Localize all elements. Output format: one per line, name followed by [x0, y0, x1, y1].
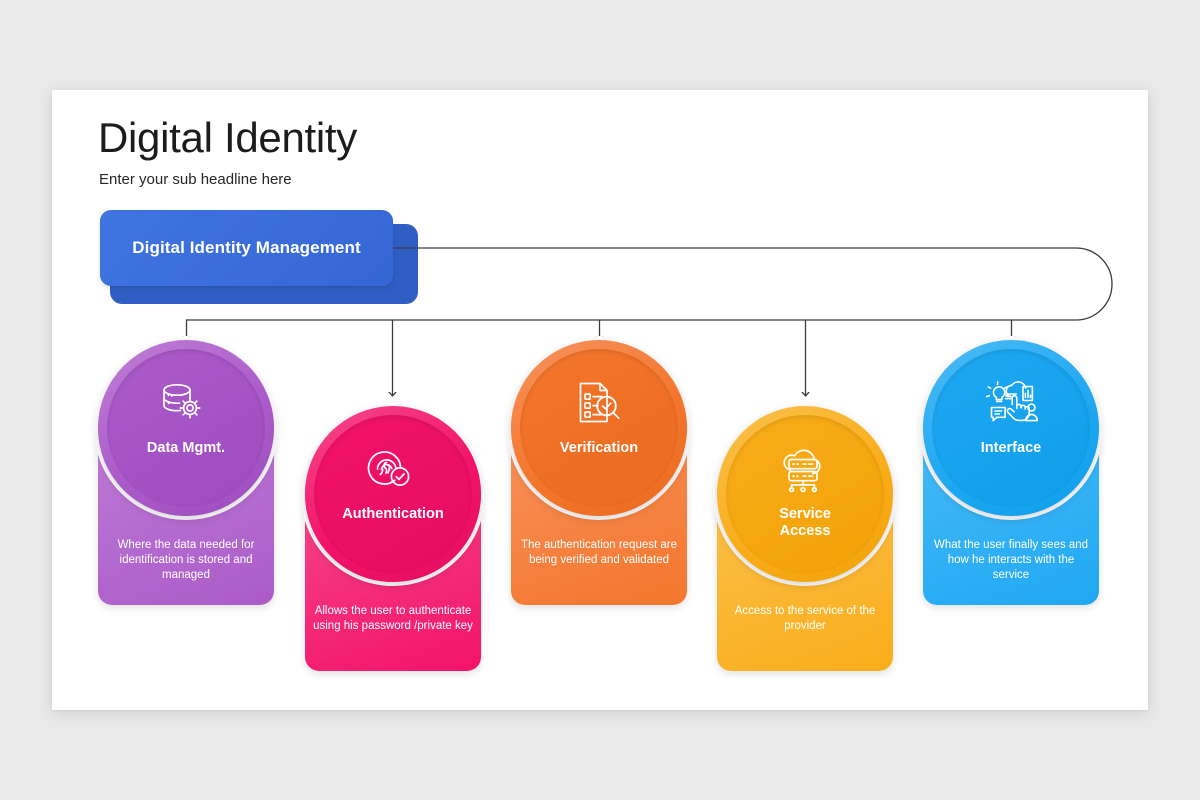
card-circle[interactable]: Verification — [511, 340, 687, 516]
card-circle[interactable]: Service Access — [717, 406, 893, 582]
card-arc-divider — [713, 402, 897, 586]
card-arc-divider — [94, 336, 278, 520]
card-circle-inner — [107, 349, 265, 507]
database-gear-icon — [155, 372, 217, 434]
card-title: Data Mgmt. — [146, 440, 226, 456]
fingerprint-check-icon — [362, 438, 424, 500]
page-title: Digital Identity — [98, 114, 357, 161]
card-circle[interactable]: Data Mgmt. — [98, 340, 274, 516]
card-circle[interactable]: Authentication — [305, 406, 481, 582]
card-circle-inner — [520, 349, 678, 507]
card-description: What the user finally sees and how he in… — [933, 539, 1089, 581]
card-arc-divider — [507, 336, 691, 520]
card-circle-inner — [314, 415, 472, 573]
card-description: The authentication request are being ver… — [521, 539, 677, 566]
card-description: Access to the service of the provider — [734, 605, 876, 632]
card-title: Authentication — [342, 506, 444, 522]
slide-surface: Digital Identity Enter your sub headline… — [52, 90, 1148, 710]
card-description: Allows the user to authenticate using hi… — [313, 605, 473, 632]
card-description: Where the data needed for identification… — [117, 539, 255, 581]
interface-touch-icon — [980, 372, 1042, 434]
card-circle[interactable]: Interface — [923, 340, 1099, 516]
page-subtitle: Enter your sub headline here — [99, 171, 292, 188]
document-search-check-icon — [568, 372, 630, 434]
card-arc-divider — [301, 402, 485, 586]
card-circle-inner — [726, 415, 884, 573]
card-title: Interface — [980, 440, 1042, 456]
card-title: Service Access — [779, 506, 831, 539]
card-title: Verification — [559, 440, 639, 456]
card-data-mgmt[interactable]: Data Mgmt. Where the data needed for iden… — [94, 90, 278, 710]
card-circle-inner — [932, 349, 1090, 507]
cloud-server-icon — [774, 438, 836, 500]
card-arc-divider — [919, 336, 1103, 520]
